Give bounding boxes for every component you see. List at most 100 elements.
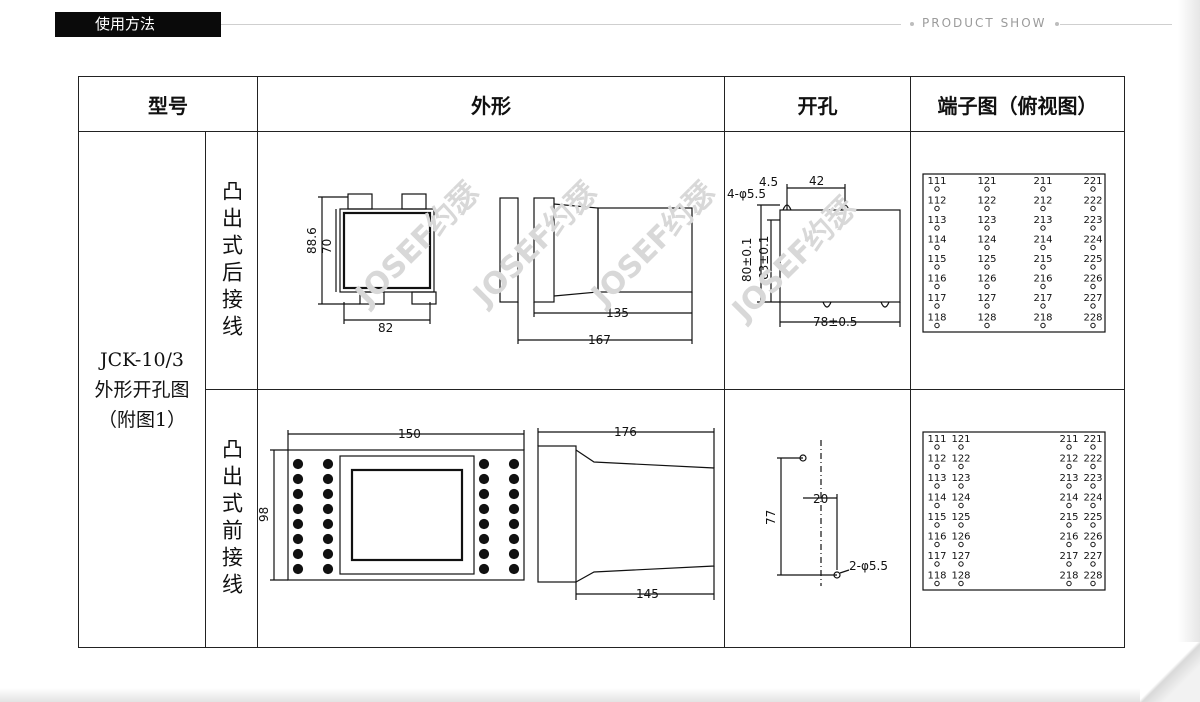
terminal-label: 113 xyxy=(927,215,946,226)
terminal-label: 221 xyxy=(1083,176,1102,187)
terminal-screw xyxy=(292,533,304,545)
terminal-screws-right xyxy=(478,458,520,575)
outline-drawing-cell: 150 98 176 145 xyxy=(257,389,725,648)
terminal-screw xyxy=(322,548,334,560)
terminal-label: 116 xyxy=(927,532,946,543)
terminal-screw xyxy=(508,473,520,485)
terminal-frame xyxy=(922,431,1106,591)
terminal-pin xyxy=(934,541,940,548)
dim-label: 63±0.1 xyxy=(757,236,771,280)
terminal-pin xyxy=(934,205,940,212)
terminal-screw xyxy=(508,548,520,560)
terminal-label: 215 xyxy=(1059,512,1078,523)
terminal-pin xyxy=(1090,205,1096,212)
terminal-label: 222 xyxy=(1083,196,1102,207)
col-terminal-header: 端子图（俯视图） xyxy=(910,76,1125,132)
terminal-label: 216 xyxy=(1059,532,1078,543)
cutout-drawing-cell: 77 20 2-φ5.5 xyxy=(724,389,911,648)
dim-label: 78±0.5 xyxy=(813,315,857,329)
terminal-screw xyxy=(478,488,490,500)
mount-ear xyxy=(401,193,427,210)
dim-label: 167 xyxy=(588,333,611,347)
terminal-screw xyxy=(322,473,334,485)
terminal-label: 123 xyxy=(951,473,970,484)
terminal-screws-left xyxy=(292,458,334,575)
terminal-label: 118 xyxy=(927,571,946,582)
mount-type-label: 凸出式后接线 xyxy=(219,179,244,342)
dim-label: 77 xyxy=(764,510,778,525)
terminal-screw xyxy=(508,488,520,500)
model-desc: 外形开孔图 xyxy=(94,378,190,401)
terminal-label: 217 xyxy=(1059,551,1078,562)
terminal-label: 111 xyxy=(927,176,946,187)
terminal-label: 217 xyxy=(1033,293,1052,304)
terminal-pin xyxy=(1040,225,1046,231)
terminal-pin xyxy=(934,244,940,251)
terminal-screw xyxy=(322,503,334,515)
terminal-pin xyxy=(958,522,964,528)
front-outline-drawing: 150 98 176 145 xyxy=(257,425,715,601)
terminal-label: 126 xyxy=(951,532,970,543)
terminal-label: 118 xyxy=(927,313,946,324)
terminal-label: 215 xyxy=(1033,254,1052,265)
terminal-screw xyxy=(292,503,304,515)
base-plate xyxy=(287,449,525,581)
terminal-label: 216 xyxy=(1033,274,1052,285)
terminal-pin xyxy=(984,225,990,231)
housing-outline xyxy=(339,455,475,575)
terminal-label: 213 xyxy=(1059,473,1078,484)
terminal-pin xyxy=(934,186,940,192)
terminal-screw xyxy=(292,563,304,575)
back-cutout-drawing: 4.5 4-φ5.5 42 80±0.1 63±0.1 78±0.5 JOSEF… xyxy=(724,174,901,329)
terminal-pin xyxy=(934,283,940,290)
mount-ear xyxy=(359,291,385,305)
terminal-label: 228 xyxy=(1083,313,1102,324)
terminal-pin xyxy=(1066,444,1072,450)
front-cutout-drawing: 77 20 2-φ5.5 xyxy=(764,440,888,586)
terminal-label: 211 xyxy=(1059,434,1078,445)
terminal-label: 226 xyxy=(1083,532,1102,543)
mount-type-cell: 凸出式前接线 xyxy=(205,389,258,648)
terminal-pin xyxy=(958,541,964,548)
terminal-label: 221 xyxy=(1083,434,1102,445)
terminal-pin xyxy=(934,580,940,587)
terminal-label: 122 xyxy=(977,196,996,207)
terminal-pin xyxy=(1090,283,1096,290)
terminal-label: 228 xyxy=(1083,571,1102,582)
terminal-pin xyxy=(1090,225,1096,231)
terminal-label: 113 xyxy=(927,473,946,484)
terminal-label: 124 xyxy=(977,235,996,246)
terminal-screw xyxy=(478,458,490,470)
terminal-screw xyxy=(478,503,490,515)
terminal-label: 117 xyxy=(927,293,946,304)
model-name: JCK-10/3 xyxy=(99,348,185,371)
terminal-label: 218 xyxy=(1059,571,1078,582)
terminal-pin xyxy=(958,561,964,567)
terminal-pin xyxy=(1040,244,1046,251)
terminal-screw xyxy=(508,533,520,545)
header-dot xyxy=(910,22,914,26)
col-model-header: 型号 xyxy=(78,76,258,132)
terminal-label: 112 xyxy=(927,196,946,207)
terminal-pin xyxy=(1090,502,1096,509)
terminal-screw xyxy=(478,533,490,545)
dim-label: 150 xyxy=(398,427,421,441)
terminal-label: 115 xyxy=(927,512,946,523)
terminal-label: 126 xyxy=(977,274,996,285)
terminal-label: 212 xyxy=(1033,196,1052,207)
table-row: JCK-10/3 外形开孔图 （附图1） 凸出式后接线 88.6 70 xyxy=(78,131,1125,648)
terminal-label: 111 xyxy=(927,434,946,445)
terminal-label: 211 xyxy=(1033,176,1052,187)
terminal-label: 116 xyxy=(927,274,946,285)
spec-table: 型号 外形 开孔 端子图（俯视图） JCK-10/3 外形开孔图 （附图1） 凸… xyxy=(78,76,1125,648)
brand-label: PRODUCT SHOW xyxy=(922,16,1047,30)
terminal-label: 125 xyxy=(977,254,996,265)
dim-label: 135 xyxy=(606,306,629,320)
terminal-pin xyxy=(934,444,940,450)
terminal-screw xyxy=(478,518,490,530)
terminal-label: 117 xyxy=(927,551,946,562)
terminal-pin xyxy=(958,502,964,509)
dim-label: 88.6 xyxy=(305,227,319,254)
terminal-screw xyxy=(508,563,520,575)
terminal-pin xyxy=(1066,580,1072,587)
